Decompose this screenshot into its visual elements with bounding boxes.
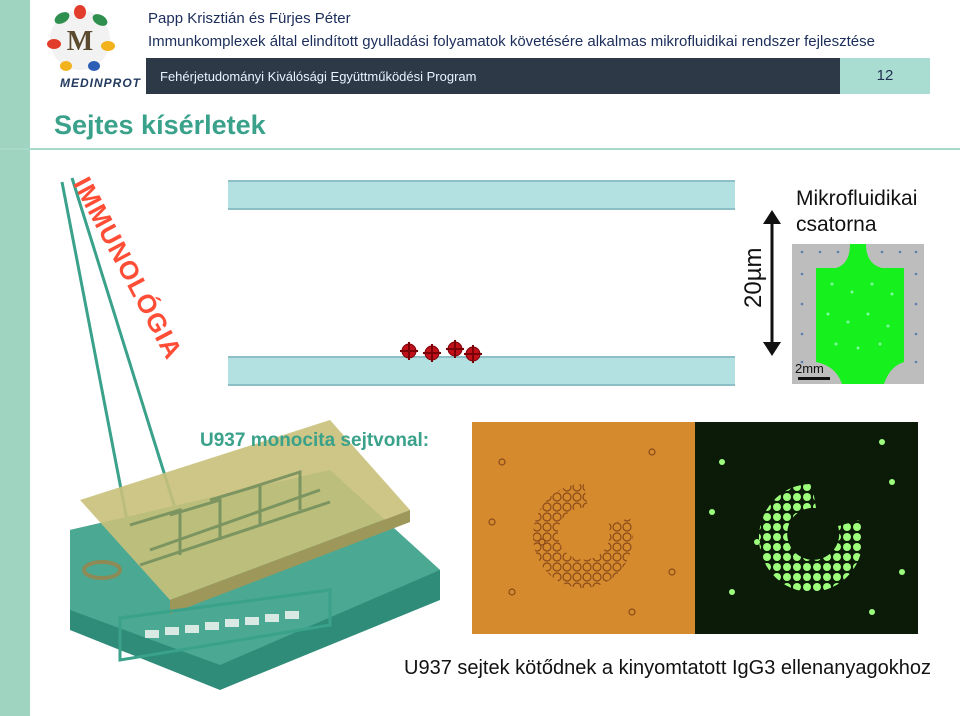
authors: Papp Krisztián és Fürjes Péter <box>148 10 351 27</box>
page-number: 12 <box>840 58 930 94</box>
channel-label-line1: Mikrofluidikai <box>796 186 917 212</box>
title-divider <box>0 148 960 150</box>
channel-label: Mikrofluidikai csatorna <box>796 186 917 238</box>
figure-caption: U937 sejtek kötődnek a kinyomtatott IgG3… <box>404 657 931 680</box>
cells-cluster <box>396 336 486 368</box>
project-subtitle: Immunkomplexek által elindított gyulladá… <box>148 33 875 50</box>
cell-line-label: U937 monocita sejtvonal: <box>200 430 429 452</box>
left-accent-bar <box>0 0 30 716</box>
slide-title: Sejtes kísérletek <box>54 110 266 141</box>
logo-wordmark: MEDINPROT <box>60 76 141 90</box>
svg-text:M: M <box>67 26 93 57</box>
scale-label: 2mm <box>795 361 824 376</box>
channel-top-wall <box>228 180 735 210</box>
microscopy-images <box>472 422 918 634</box>
channel-label-line2: csatorna <box>796 212 917 238</box>
program-name: Fehérjetudományi Kiválósági Együttműködé… <box>160 69 477 84</box>
dimension-label: 20µm <box>740 247 768 308</box>
